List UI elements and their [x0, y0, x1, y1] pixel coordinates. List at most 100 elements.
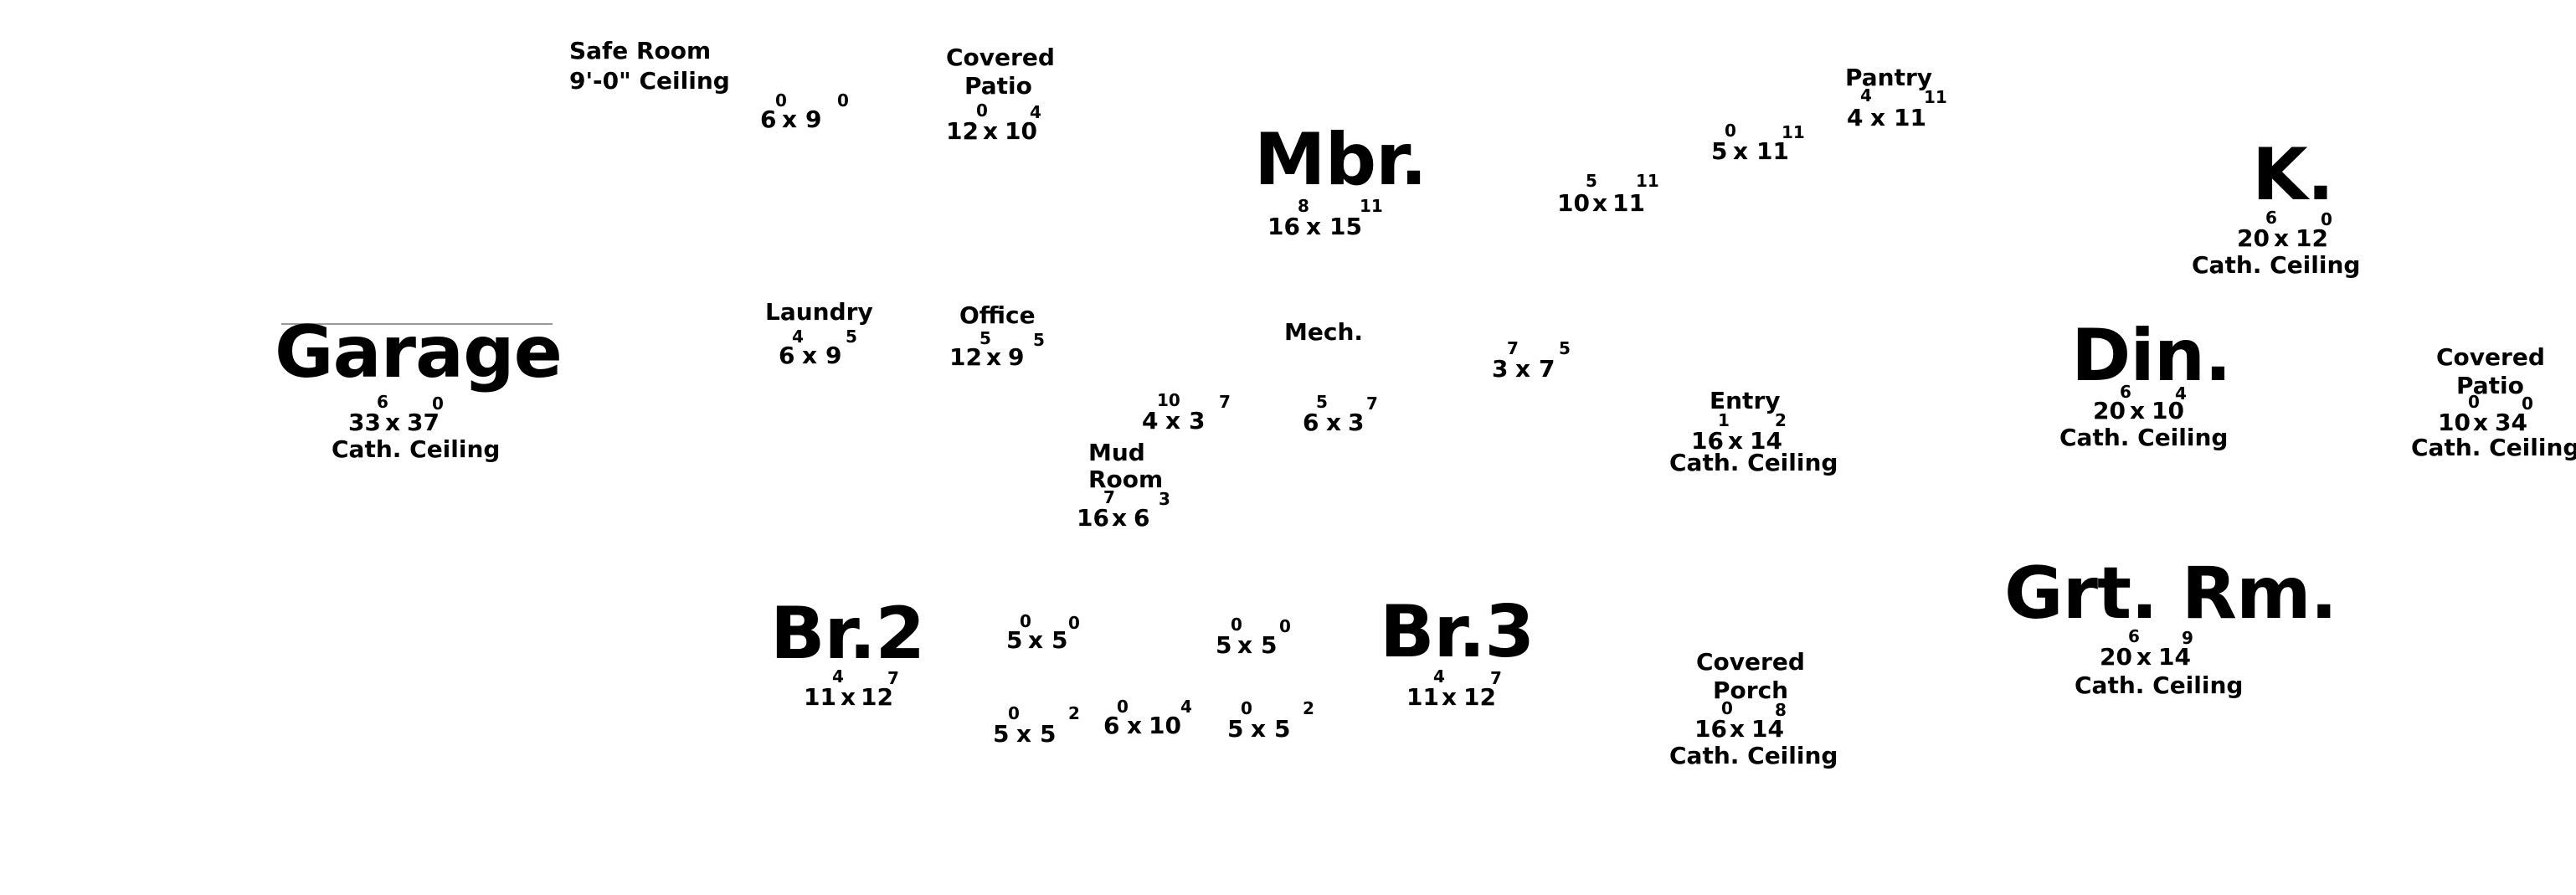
br3-x: x	[1442, 683, 1458, 711]
cpt-w-in: 0	[976, 100, 988, 121]
entry-name: Entry	[1710, 387, 1781, 414]
c55a-w: 5	[993, 720, 1010, 748]
pantry-x: x	[1870, 104, 1886, 131]
cporch-d: 14	[1751, 715, 1784, 743]
c55b-x: x	[1251, 715, 1267, 743]
office-w-in: 5	[979, 328, 991, 348]
office-name: Office	[959, 301, 1036, 329]
covered-porch-line2: Porch	[1713, 676, 1789, 704]
c63-w: 6	[1303, 409, 1319, 436]
bath-a-w: 5	[1006, 626, 1023, 654]
c55b-d-in: 2	[1303, 698, 1314, 718]
gr-w: 20	[2100, 643, 2132, 671]
c55a-x: x	[1016, 720, 1032, 748]
br2-w: 11	[804, 683, 836, 711]
c43-w-in: 10	[1157, 390, 1180, 410]
cpt-d-in: 4	[1030, 102, 1041, 122]
c63-w-in: 5	[1316, 392, 1328, 412]
k-d: 12	[2296, 224, 2328, 252]
h610-d-in: 4	[1180, 697, 1192, 717]
mud-d-in: 3	[1159, 489, 1170, 509]
cporch-w-in: 0	[1721, 698, 1733, 718]
safe-closet-d-in: 0	[837, 90, 849, 111]
gr-d: 14	[2158, 643, 2191, 671]
c1011-w: 10	[1557, 189, 1590, 217]
mud-w: 16	[1077, 504, 1109, 532]
c511-d: 11	[1756, 137, 1789, 165]
covered-porch-ceiling: Cath. Ceiling	[1669, 742, 1838, 769]
c511-w-in: 0	[1725, 121, 1736, 141]
mech-name: Mech.	[1284, 318, 1364, 346]
garage-x: x	[385, 409, 401, 436]
covered-patio-right-line1: Covered	[2436, 343, 2545, 371]
c511-d-in: 11	[1782, 122, 1805, 142]
cpt-x: x	[983, 117, 999, 145]
cpt-d: 10	[1005, 117, 1037, 145]
safe-closet-w-in: 0	[775, 90, 787, 111]
laundry-w-in: 4	[792, 327, 804, 347]
h610-d: 10	[1149, 712, 1181, 739]
mbr-d-in: 11	[1360, 196, 1383, 216]
bath-b-x: x	[1237, 631, 1253, 659]
br2-x: x	[841, 683, 856, 711]
c55b-d: 5	[1274, 715, 1291, 743]
cpr-w-in: 0	[2468, 392, 2480, 412]
din-d: 10	[2152, 397, 2184, 424]
mud-w-in: 7	[1103, 487, 1115, 507]
cpt-w: 12	[946, 117, 979, 145]
mbr-w: 16	[1267, 213, 1300, 240]
entry-w-in: 1	[1718, 410, 1730, 430]
garage-name: Garage	[275, 311, 563, 394]
bath-a-w-in: 0	[1020, 611, 1031, 631]
laundry-d: 9	[825, 342, 842, 369]
c37-w: 3	[1492, 355, 1509, 383]
office-d-in: 5	[1033, 330, 1045, 350]
cpr-x: x	[2473, 409, 2489, 436]
cpr-d-in: 0	[2522, 393, 2533, 414]
br3-w-in: 4	[1433, 666, 1445, 687]
laundry-name: Laundry	[765, 298, 873, 326]
pantry-name: Pantry	[1845, 64, 1933, 91]
c55a-w-in: 0	[1008, 703, 1020, 723]
bath-b-d: 5	[1261, 631, 1278, 659]
mbr-w-in: 8	[1298, 196, 1309, 216]
c37-d-in: 5	[1559, 338, 1571, 358]
k-w-in: 6	[2265, 208, 2277, 228]
garage-w-in: 6	[377, 392, 388, 412]
br2-name: Br.2	[770, 592, 925, 676]
din-d-in: 4	[2175, 383, 2187, 404]
covered-patio-right-ceiling: Cath. Ceiling	[2411, 434, 2576, 461]
garage-d: 37	[407, 409, 440, 436]
dining-ceiling: Cath. Ceiling	[2059, 424, 2229, 451]
c1011-x: x	[1592, 189, 1608, 217]
mud-d: 6	[1134, 504, 1150, 532]
k-d-in: 0	[2321, 209, 2332, 229]
mud-room-line1: Mud	[1088, 439, 1145, 466]
garage-rule-line	[281, 323, 553, 325]
safe-room-name: Safe Room	[569, 37, 712, 64]
c1011-d-in: 11	[1636, 171, 1659, 191]
entry-w: 16	[1691, 427, 1724, 455]
br3-name: Br.3	[1380, 590, 1535, 674]
c55a-d-in: 2	[1068, 703, 1080, 723]
c63-x: x	[1326, 409, 1342, 436]
garage-d-in: 0	[432, 393, 444, 414]
k-x: x	[2274, 224, 2290, 252]
safe-closet-w: 6	[760, 105, 777, 133]
br3-d: 12	[1463, 683, 1496, 711]
din-x: x	[2130, 397, 2146, 424]
mud-x: x	[1112, 504, 1128, 532]
c63-d-in: 7	[1366, 393, 1378, 414]
c43-x: x	[1165, 407, 1181, 435]
entry-x: x	[1728, 427, 1744, 455]
c55a-d: 5	[1040, 720, 1057, 748]
c55b-w: 5	[1227, 715, 1244, 743]
office-w: 12	[949, 343, 982, 371]
c43-w: 4	[1142, 407, 1159, 435]
bath-b-w: 5	[1216, 631, 1232, 659]
garage-ceiling: Cath. Ceiling	[332, 435, 501, 463]
bath-b-w-in: 0	[1231, 615, 1242, 635]
great-room-name: Grt. Rm.	[2004, 552, 2337, 635]
c37-d: 7	[1539, 355, 1555, 383]
cpr-d: 34	[2495, 409, 2527, 436]
